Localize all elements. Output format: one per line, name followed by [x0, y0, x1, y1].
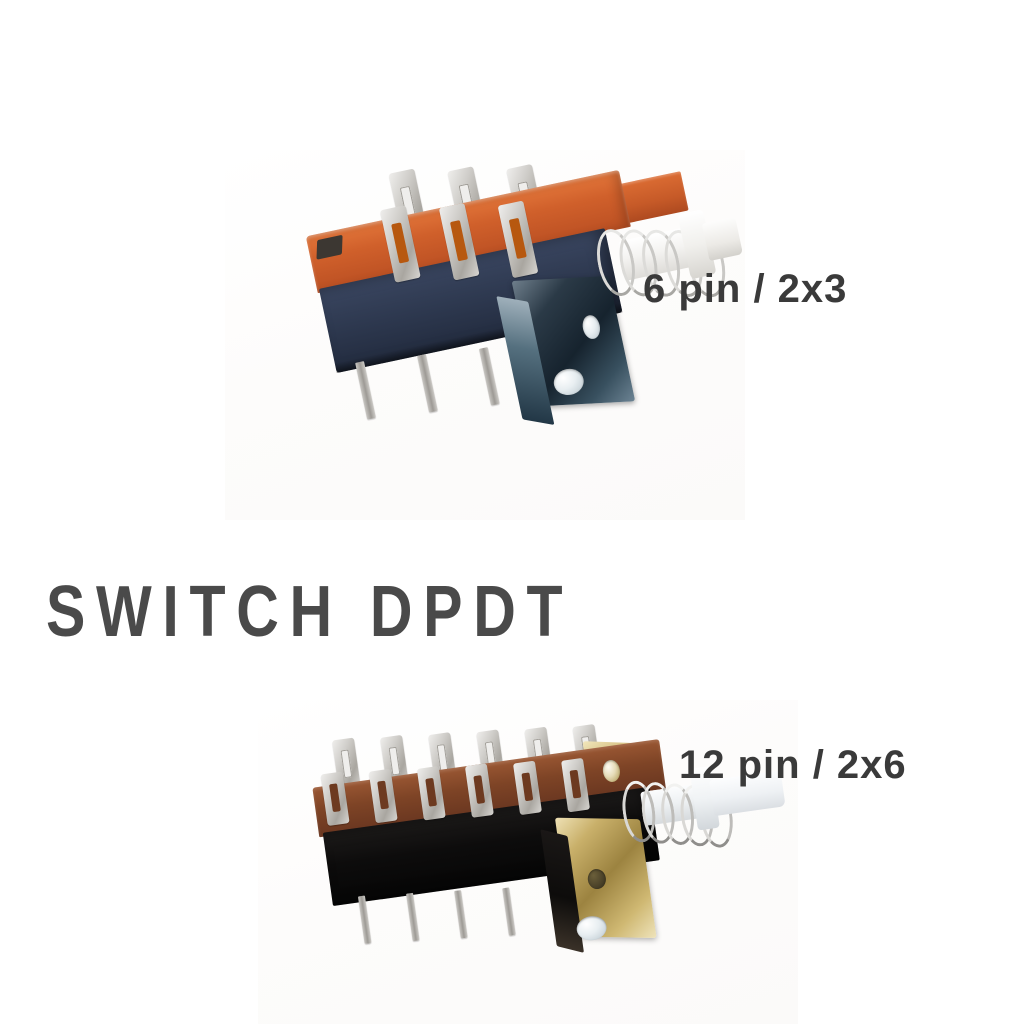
- solder-pin: [357, 895, 372, 945]
- terminal-slot: [449, 220, 469, 262]
- label-6pin: 6 pin / 2x3: [643, 267, 848, 311]
- solder-pin: [478, 347, 500, 406]
- terminal-slot: [329, 783, 341, 813]
- terminal-slot: [569, 769, 582, 799]
- terminal-slot: [508, 217, 527, 260]
- terminal-slot: [473, 775, 486, 804]
- solder-pin: [417, 354, 438, 413]
- solder-pin: [406, 892, 420, 942]
- solder-pin: [454, 890, 468, 939]
- label-12pin: 12 pin / 2x6: [679, 743, 907, 787]
- terminal-slot: [391, 222, 410, 264]
- page-title: SWITCH DPDT: [46, 572, 574, 652]
- solder-pin: [502, 887, 516, 936]
- terminal-slot: [521, 772, 534, 802]
- product-photo-6pin-switch: [225, 150, 745, 520]
- terminal-slot: [377, 780, 389, 810]
- terminal-slot: [425, 777, 438, 807]
- solder-pin: [355, 361, 377, 420]
- product-photo-12pin-switch: [258, 700, 798, 1024]
